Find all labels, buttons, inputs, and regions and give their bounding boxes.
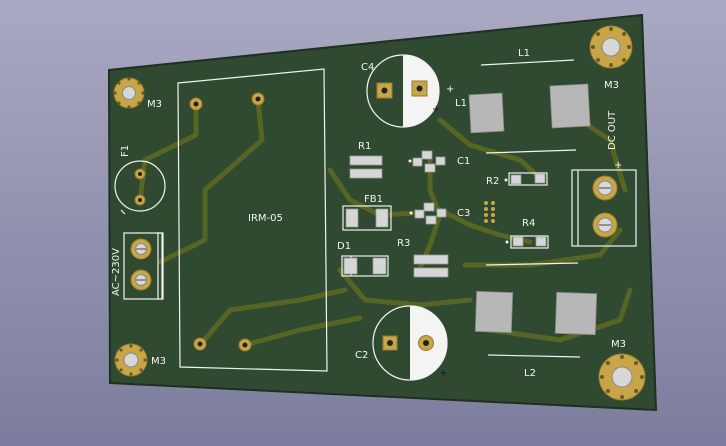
label-r1: R1 (358, 141, 371, 152)
label-c3: C3 (457, 208, 470, 219)
label-c4-plus: + (446, 84, 454, 95)
label-c4-plus-bottom: + (432, 104, 440, 115)
capacitor-c3 (409, 202, 447, 225)
label-d1: D1 (337, 241, 351, 252)
label-m3-top-right: M3 (604, 80, 619, 91)
mount-hole-top-left (113, 77, 145, 109)
label-c4: C4 (361, 62, 374, 73)
label-irm05: IRM-05 (248, 213, 283, 224)
capacitor-c2 (372, 305, 448, 381)
label-dc-plus: + (614, 160, 622, 171)
label-m3-top-left: M3 (147, 99, 162, 110)
label-ac-230v: AC~230V (111, 248, 122, 296)
label-m3-bottom-right: M3 (611, 339, 626, 350)
resistor-r1 (349, 155, 383, 179)
fuse-f1 (114, 160, 166, 215)
mount-hole-top-right (589, 25, 633, 69)
label-c1: C1 (457, 156, 470, 167)
irm05-outline (177, 68, 328, 372)
label-fb1: FB1 (364, 194, 383, 205)
label-l1-top: L1 (518, 48, 530, 59)
capacitor-c4 (366, 54, 440, 128)
ferrite-fb1 (342, 205, 392, 231)
label-c2-plus: + (439, 368, 447, 379)
resistor-r4 (505, 235, 549, 249)
label-r3: R3 (397, 238, 410, 249)
resistor-r2 (504, 172, 548, 186)
mount-hole-bottom-left (114, 343, 148, 377)
label-dc-out: DC OUT (607, 110, 618, 150)
via-cluster (484, 201, 495, 223)
mount-hole-bottom-right (598, 353, 646, 401)
dc-out-terminal-block (571, 169, 637, 247)
label-r4: R4 (522, 218, 535, 229)
inductor-l2 (474, 262, 598, 358)
inductor-l1 (468, 59, 591, 154)
copper-traces (137, 97, 633, 348)
label-c2: C2 (355, 350, 368, 361)
resistor-r3 (413, 254, 449, 278)
label-l2: L2 (524, 368, 536, 379)
diode-d1 (341, 255, 389, 277)
capacitor-c1 (408, 150, 446, 173)
irm05-pins (189, 92, 265, 352)
label-m3-bottom-left: M3 (151, 356, 166, 367)
ac-terminal-block (123, 232, 164, 300)
label-f1: F1 (120, 145, 131, 157)
label-l1-side: L1 (455, 98, 467, 109)
label-r2: R2 (486, 176, 499, 187)
